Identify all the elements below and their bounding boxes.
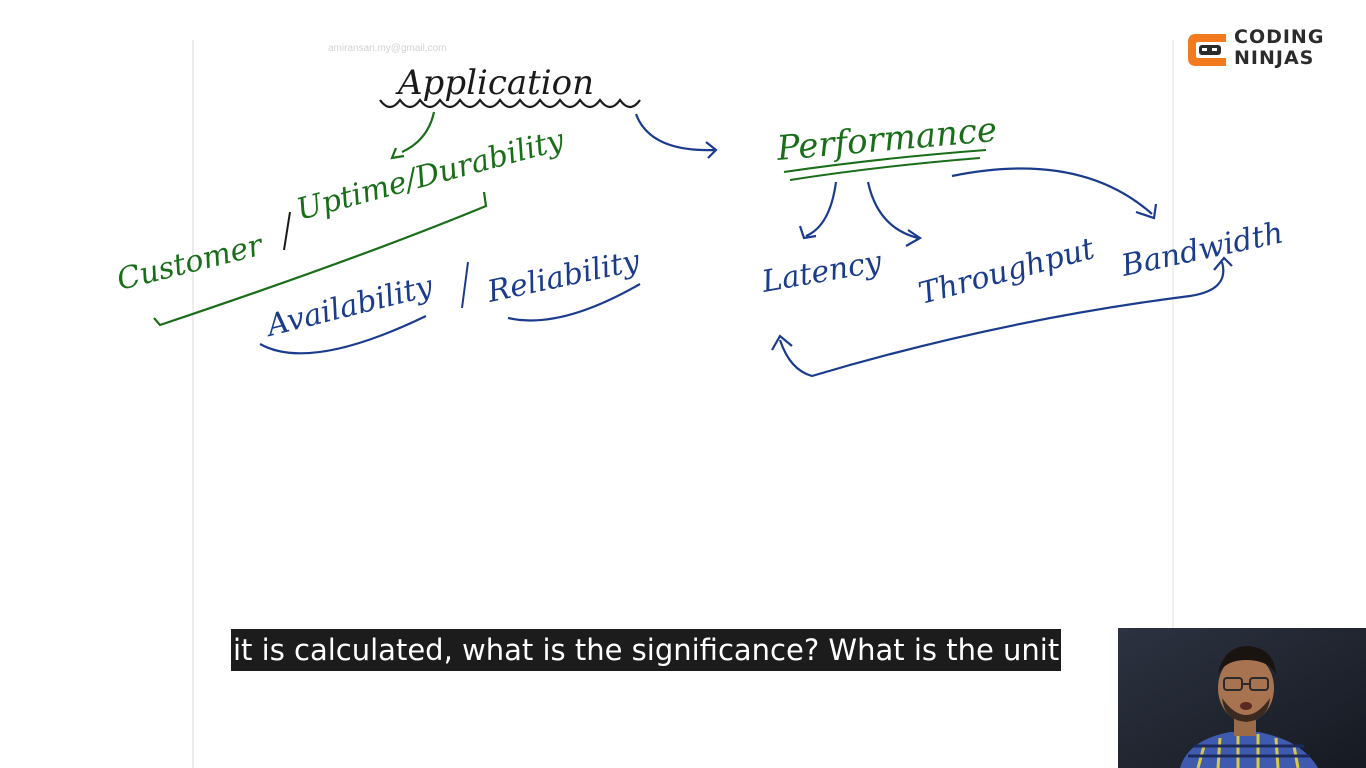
subtitle-caption: it is calculated, what is the significan… [231,629,1062,671]
note-throughput: Throughput [915,231,1099,312]
divider-customer-uptime [283,211,291,251]
note-availability: Availability [261,269,438,345]
arrow-latency-bandwidth-relation [771,256,1233,378]
brand-name: CODING NINJAS [1234,27,1324,69]
arrow-performance-to-bandwidth [951,167,1158,220]
note-customer: Customer [113,228,267,298]
page-edge-right [1172,40,1174,640]
availability-underline [259,315,427,355]
arrow-application-to-uptime [390,111,436,160]
whiteboard: Application Uptime/Durability Customer A… [113,63,1286,378]
reliability-underline [507,283,641,322]
customer-underline [153,191,488,327]
note-latency: Latency [758,244,885,300]
arrow-application-to-performance [634,113,718,159]
note-application: Application [395,63,594,103]
performance-underline [783,149,987,181]
presenter-video-icon [1118,628,1366,768]
brand-line-1: CODING [1234,26,1325,48]
arrow-performance-to-latency [798,181,838,240]
ninja-logo-icon [1188,34,1226,66]
presenter-webcam [1118,628,1366,768]
divider-availability-reliability [461,261,469,309]
page-edge-left [192,40,194,768]
arrow-performance-to-throughput [866,181,923,247]
note-bandwidth: Bandwidth [1117,215,1286,284]
watermark-email: amiransari.my@gmail.com [328,43,447,54]
coding-ninjas-logo: CODING NINJAS [1186,26,1336,74]
brand-line-2: NINJAS [1234,47,1315,69]
note-reliability: Reliability [483,243,643,310]
application-wavy-underline [379,98,641,109]
note-uptime-durability: Uptime/Durability [293,122,569,227]
